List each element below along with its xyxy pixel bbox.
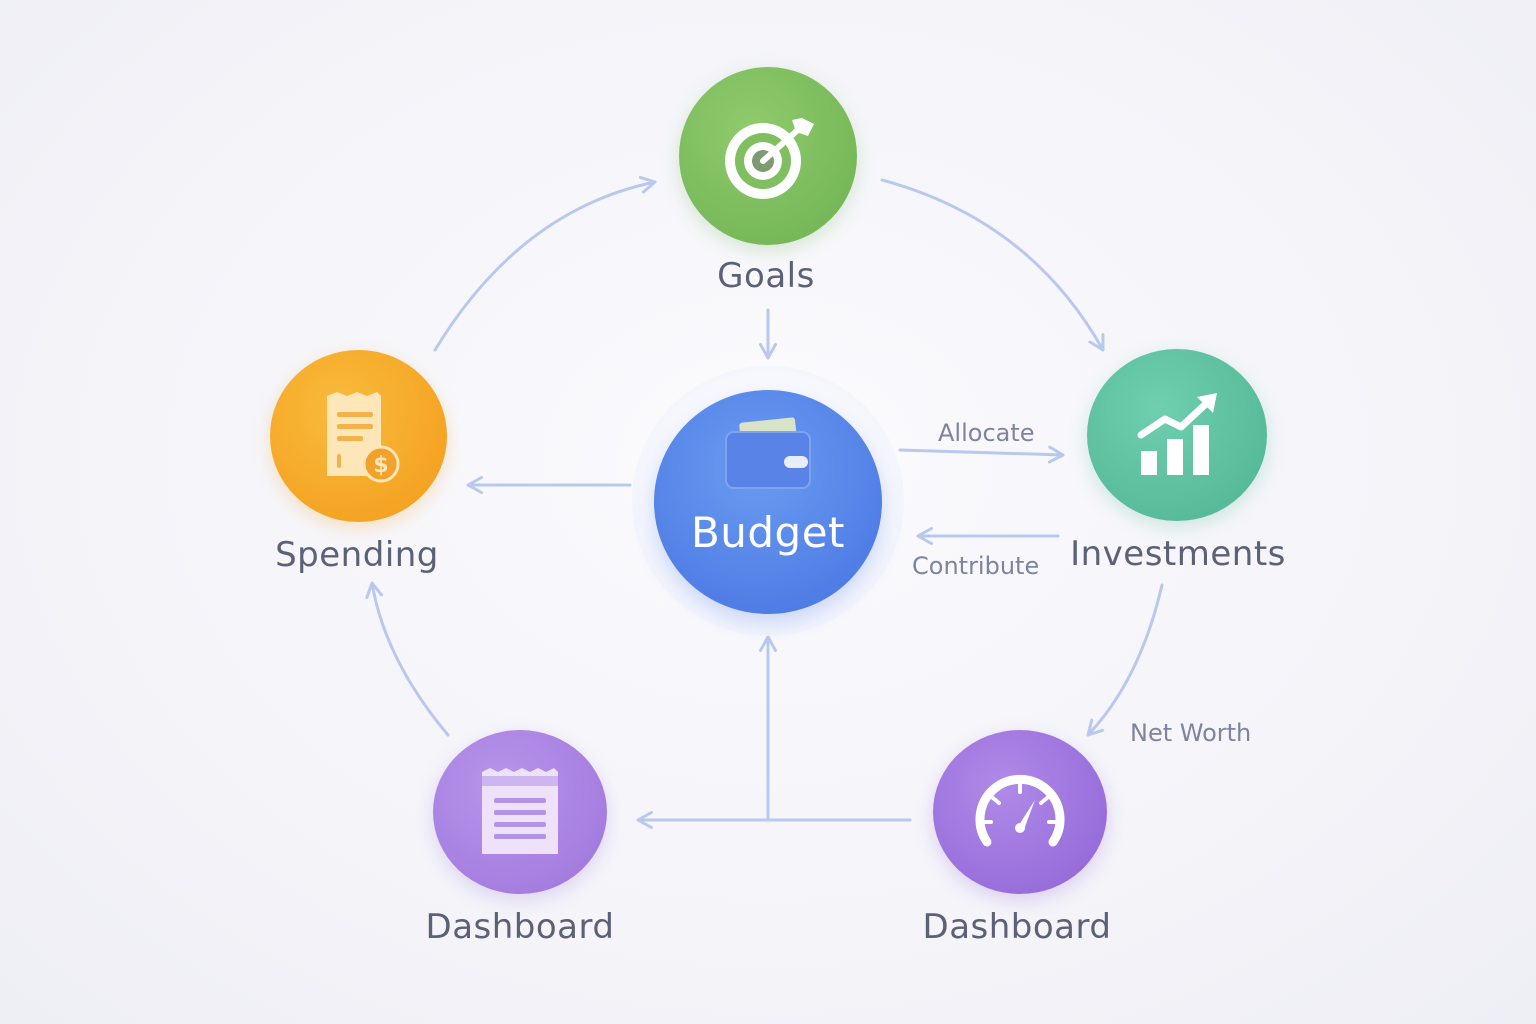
arrow-dashboard-left-to-spending (365, 581, 450, 737)
svg-text:$: $ (373, 453, 388, 478)
growth-chart-icon (1137, 393, 1217, 475)
dashboard-right-label: Dashboard (922, 907, 1112, 947)
allocate-edge-label: Allocate (938, 419, 1035, 447)
arrow-budget-to-investments (898, 445, 1065, 464)
arrow-goals-to-investments (880, 178, 1105, 352)
budget-node[interactable] (654, 390, 882, 614)
target-icon (725, 118, 814, 199)
dashboard-left-label: Dashboard (425, 907, 615, 947)
wallet-icon (725, 417, 811, 489)
arrow-investments-to-dashboard-right (1086, 583, 1164, 737)
net-worth-edge-label: Net Worth (1130, 719, 1252, 747)
investments-label: Investments (1070, 534, 1286, 574)
speedometer-icon (975, 774, 1065, 847)
dashboard-left-node[interactable] (433, 730, 607, 894)
receipt-dollar-icon: $ (326, 392, 399, 483)
goals-label: Goals (717, 256, 815, 296)
goals-node[interactable] (679, 67, 857, 245)
investments-node[interactable] (1087, 349, 1267, 521)
spending-label: Spending (275, 535, 439, 575)
budget-label: Budget (690, 508, 846, 557)
arrow-spending-to-goals (433, 175, 657, 352)
spending-node[interactable]: $ (270, 350, 447, 522)
dashboard-right-node[interactable] (933, 730, 1107, 894)
notepad-icon (482, 768, 558, 854)
contribute-edge-label: Contribute (912, 552, 1040, 580)
